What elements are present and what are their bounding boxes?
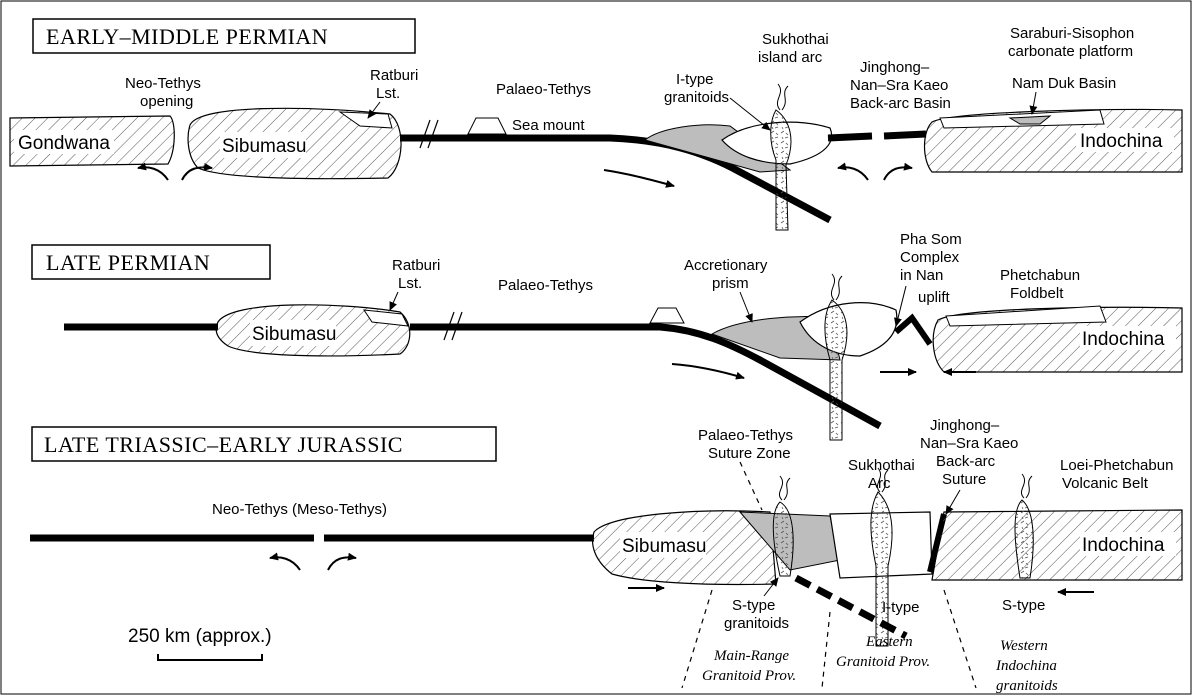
stage-late-triassic-early-jurassic: LATE TRIASSIC–EARLY JURASSIC Neo-Tethys … — [30, 417, 1182, 694]
phasom-leader — [896, 286, 906, 326]
stage-title: EARLY–MIDDLE PERMIAN — [46, 24, 328, 49]
ratburi-lst-label: Lst. — [376, 85, 400, 102]
pha-som-complex — [896, 318, 930, 344]
gondwana-label: Gondwana — [18, 133, 110, 154]
uplift-label: uplift — [918, 289, 951, 306]
subduction-arrow — [604, 170, 674, 186]
province-boundary-1 — [740, 462, 762, 510]
palaeo-tethys-suture-label-2: Suture Zone — [708, 445, 791, 462]
break-mark-1 — [420, 120, 430, 148]
phasom-label-1: Pha Som — [900, 231, 962, 248]
neo-tethys-label: Neo-Tethys — [125, 75, 201, 92]
saraburi-label-2: carbonate platform — [1008, 43, 1133, 60]
ratburi-label: Ratburi — [392, 257, 440, 274]
stype-granitoids-label-2: granitoids — [724, 615, 789, 632]
indochina-label: Indochina — [1082, 329, 1165, 350]
backarc-arrow-left — [838, 167, 868, 180]
sukhothai-arc-label-1: Sukhothai — [848, 457, 915, 474]
phasom-label-2: Complex — [900, 249, 960, 266]
stage-title: LATE TRIASSIC–EARLY JURASSIC — [44, 432, 403, 457]
rift-arrow-left — [270, 557, 300, 570]
ratburi-label: Ratburi — [370, 67, 418, 84]
eastern-label-1: Eastern — [865, 634, 913, 650]
island-arc-label: island arc — [758, 49, 823, 66]
stage-late-permian: LATE PERMIAN Sibumasu Ratburi Lst. Palae… — [32, 231, 1182, 440]
neo-tethys-label: Neo-Tethys (Meso-Tethys) — [212, 501, 387, 518]
backarc-plate-left — [828, 136, 872, 138]
s-type-plume — [779, 476, 790, 500]
loei-plume — [1021, 474, 1032, 498]
sea-mount — [650, 308, 684, 323]
loei-label-2: Volcanic Belt — [1062, 475, 1149, 492]
backarc-label-2: Nan–Sra Kaeo — [850, 77, 948, 94]
ratburi-lst-label: Lst. — [398, 275, 422, 292]
western-label-1: Western — [1000, 638, 1048, 654]
palaeo-tethys-label: Palaeo-Tethys — [498, 277, 593, 294]
break-mark-2 — [428, 120, 438, 148]
sibumasu-label: Sibumasu — [222, 136, 307, 157]
province-boundary-4 — [944, 590, 976, 688]
rift-arrow-right — [328, 557, 356, 570]
backarc-label-1: Jinghong– — [930, 417, 1000, 434]
sibumasu-label: Sibumasu — [622, 536, 707, 557]
volcano-plume — [831, 274, 842, 300]
backarc-label-3: Back-arc Basin — [850, 95, 951, 112]
backarc-suture-leader — [946, 490, 960, 514]
scale-bar: 250 km (approx.) — [128, 626, 272, 660]
scale-bar-line — [158, 654, 262, 660]
western-label-3: granitoids — [996, 678, 1058, 694]
backarc-label-1: Jinghong– — [860, 59, 930, 76]
main-range-label-2: Granitoid Prov. — [702, 668, 796, 684]
indochina-label: Indochina — [1082, 535, 1165, 556]
stage-early-middle-permian: EARLY–MIDDLE PERMIAN Gondwana Neo-Tethys… — [10, 19, 1182, 230]
sukhothai-arc-label-2: Arc — [868, 475, 891, 492]
western-label-2: Indochina — [995, 658, 1057, 674]
eastern-label-2: Granitoid Prov. — [836, 654, 930, 670]
itype-label: I-type — [882, 599, 920, 616]
sea-mount-label: Sea mount — [512, 117, 585, 134]
sibumasu-label: Sibumasu — [252, 324, 337, 345]
palaeo-tethys-suture-label-1: Palaeo-Tethys — [698, 427, 793, 444]
province-boundary-3 — [822, 612, 830, 688]
backarc-label-4: Suture — [942, 471, 986, 488]
loei-label-1: Loei-Phetchabun — [1060, 457, 1173, 474]
rift-arrow-left — [138, 167, 168, 180]
indochina-label: Indochina — [1080, 131, 1163, 152]
stype-granitoids-label-1: S-type — [732, 597, 775, 614]
phetchabun-label-1: Phetchabun — [1000, 267, 1080, 284]
accretionary-leader — [740, 292, 752, 322]
backarc-plate-right — [884, 134, 926, 136]
accretionary-label: Accretionary — [684, 257, 768, 274]
itype-granitoids-label: granitoids — [664, 89, 729, 106]
saraburi-label-1: Saraburi-Sisophon — [1010, 25, 1134, 42]
subduction-arrow — [672, 364, 744, 378]
sea-mount — [468, 118, 506, 134]
sukhothai-label: Sukhothai — [762, 31, 829, 48]
stage-title: LATE PERMIAN — [46, 250, 210, 275]
main-range-label-1: Main-Range — [713, 648, 789, 664]
phetchabun-label-2: Foldbelt — [1010, 285, 1064, 302]
neo-tethys-opening-label: opening — [140, 93, 193, 110]
arc-pluton — [825, 300, 847, 440]
nam-duk-label: Nam Duk Basin — [1012, 75, 1116, 92]
itype-label: I-type — [676, 71, 714, 88]
palaeo-tethys-label: Palaeo-Tethys — [496, 81, 591, 98]
itype-leader — [730, 98, 770, 130]
phasom-label-3: in Nan — [900, 267, 943, 284]
s-type-pluton — [773, 502, 793, 576]
backarc-label-2: Nan–Sra Kaeo — [920, 435, 1018, 452]
ratburi-leader — [390, 292, 398, 310]
nam-duk-leader — [1032, 92, 1036, 114]
backarc-label-3: Back-arc — [936, 453, 996, 470]
prism-label: prism — [712, 275, 749, 292]
backarc-arrow-right — [884, 167, 912, 180]
scale-bar-label: 250 km (approx.) — [128, 626, 272, 647]
volcano-plume — [777, 84, 788, 110]
stype-label: S-type — [1002, 597, 1045, 614]
